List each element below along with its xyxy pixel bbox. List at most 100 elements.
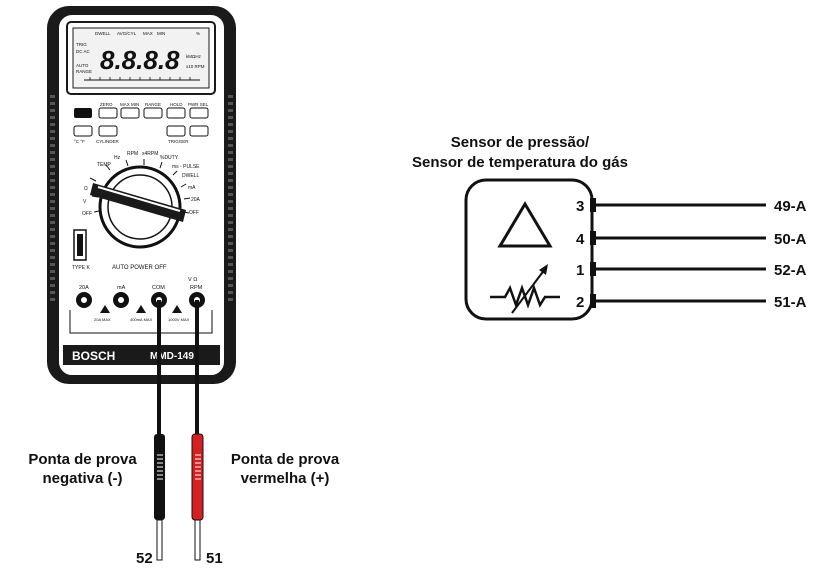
probe-negative bbox=[154, 300, 165, 561]
dial-label-volt: V bbox=[83, 199, 87, 205]
sensor-body bbox=[464, 178, 594, 321]
typek-label: TYPE K bbox=[72, 265, 90, 271]
power-button[interactable] bbox=[74, 108, 92, 118]
pin-number-2: 2 bbox=[576, 294, 584, 311]
celsius-button[interactable] bbox=[73, 125, 93, 137]
dial-ticks bbox=[89, 159, 191, 214]
probe-positive-handle[interactable] bbox=[191, 433, 204, 521]
jack-warning-v: 1000V MAX bbox=[168, 317, 190, 322]
dial-pointer-highlight bbox=[97, 186, 181, 212]
dial-pointer bbox=[90, 183, 186, 222]
probe-negative-number: 52 bbox=[136, 550, 153, 567]
trigger-button-label: TRIGGER bbox=[168, 139, 189, 144]
jack-labels: 20A mA COM V Ω RPM bbox=[79, 277, 203, 291]
sensor-pin-connectors bbox=[590, 198, 596, 308]
probe-negative-tip bbox=[156, 519, 163, 561]
wire-label-49a: 49-A bbox=[774, 198, 807, 215]
lcd-mark-min: MIN bbox=[157, 31, 165, 36]
jack-label-ma: mA bbox=[117, 285, 126, 291]
pin-connector-2 bbox=[590, 294, 596, 308]
sensor-wires bbox=[596, 203, 766, 303]
lcd-screen bbox=[72, 27, 210, 89]
pin-number-1: 1 bbox=[576, 262, 584, 279]
maxmin-button-label: MAX MIN bbox=[120, 102, 139, 107]
zero-button[interactable]: ZERO bbox=[98, 102, 118, 119]
dial-left-labels: TEMP Ω V OFF bbox=[82, 162, 112, 217]
probe-negative-label: Ponta de prova negativa (-) bbox=[10, 450, 155, 488]
dial-label-x4rpm: x4RPM bbox=[142, 151, 158, 157]
lcd-mark-dcac: DC AC bbox=[76, 49, 91, 54]
hold-button-label: HOLD bbox=[170, 102, 183, 107]
probe-negative-handle[interactable] bbox=[154, 434, 165, 520]
lcd-mark-avgcyl: AVG/CYL bbox=[117, 31, 137, 36]
wire-label-50a: 50-A bbox=[774, 231, 807, 248]
lcd-bargraph-ticks bbox=[89, 77, 191, 80]
lcd-mark-range: RANGE bbox=[76, 69, 92, 74]
zero-button-label: ZERO bbox=[100, 102, 113, 107]
pin-number-4: 4 bbox=[576, 231, 585, 248]
pwrsel-button[interactable]: PWR SEL bbox=[188, 102, 209, 119]
lcd-left-marks: TRIG DC AC AUTO RANGE bbox=[76, 42, 92, 74]
jack-label-20a: 20A bbox=[79, 285, 89, 291]
auto-power-off-label: AUTO POWER OFF bbox=[112, 265, 167, 271]
wire-label-51a: 51-A bbox=[774, 294, 807, 311]
lcd-top-marks: DWELL AVG/CYL MAX MIN % bbox=[95, 31, 200, 36]
sensor-title-line1: Sensor de pressão/ bbox=[451, 134, 590, 151]
pin-connector-1 bbox=[590, 262, 596, 276]
variable-resistor-arrow-head bbox=[539, 264, 548, 275]
dial-top-labels: Hz RPM x4RPM %DUTY bbox=[114, 151, 179, 161]
jack-label-rpm: RPM bbox=[190, 285, 203, 291]
dial-label-off-left: OFF bbox=[82, 211, 92, 217]
lcd-mark-max: MAX bbox=[143, 31, 153, 36]
dial-right-labels: ms - PULSE DWELL mA 20A OFF bbox=[172, 164, 201, 216]
dial-label-hz: Hz bbox=[114, 155, 121, 161]
button-row-2: °C °F CYLINDER TRIGGER bbox=[73, 125, 209, 144]
probe-positive-tip bbox=[194, 519, 201, 561]
trigger-button[interactable] bbox=[166, 125, 186, 137]
maxmin-button[interactable]: MAX MIN bbox=[120, 102, 140, 119]
probe-positive-number: 51 bbox=[206, 550, 223, 567]
pwrsel-button-label: PWR SEL bbox=[188, 102, 209, 107]
probe-positive-label: Ponta de prova vermelha (+) bbox=[210, 450, 360, 488]
pin-connector-4 bbox=[590, 231, 596, 245]
hold-button[interactable]: HOLD bbox=[166, 102, 186, 119]
dial-label-rpm: RPM bbox=[127, 151, 138, 157]
dial-label-20a: 20A bbox=[191, 197, 201, 203]
probe-positive-label-line2: vermelha (+) bbox=[240, 470, 330, 487]
jack-label-com: COM bbox=[152, 285, 165, 291]
sensor: Sensor de pressão/ Sensor de temperatura… bbox=[412, 134, 807, 321]
lcd-mark-dwell: DWELL bbox=[95, 31, 111, 36]
jack-warning-20a: 20A MAX bbox=[94, 317, 111, 322]
sensor-title-line2: Sensor de temperatura do gás bbox=[412, 154, 628, 171]
lcd-digits: 8.8.8.8 bbox=[100, 45, 180, 75]
cylinder-button[interactable] bbox=[98, 125, 118, 137]
lcd-mark-auto: AUTO bbox=[76, 63, 89, 68]
jack-bracket bbox=[69, 310, 213, 334]
multimeter: DWELL AVG/CYL MAX MIN % TRIG DC AC AUTO … bbox=[47, 6, 236, 384]
lcd-mark-x10rpm: x10 RPM bbox=[186, 64, 205, 69]
trigger-alt-button[interactable] bbox=[189, 125, 209, 137]
lcd-mark-kmohz: kMΩHz bbox=[186, 54, 202, 59]
jack-warning-ma: 400mA MAX bbox=[130, 317, 153, 322]
lcd-mark-percent: % bbox=[196, 31, 200, 36]
probe-positive bbox=[191, 300, 204, 561]
range-button-label: RANGE bbox=[145, 102, 161, 107]
probe-negative-label-line1: Ponta de prova bbox=[28, 451, 137, 468]
probe-positive-grip bbox=[195, 454, 201, 480]
brand-plate bbox=[63, 345, 220, 365]
dial-label-pulse: ms - PULSE bbox=[172, 164, 200, 170]
dial-label-temp: TEMP bbox=[97, 162, 112, 168]
brand-logo: BOSCH bbox=[72, 349, 115, 363]
range-button[interactable]: RANGE bbox=[143, 102, 163, 119]
dial-label-dwell: DWELL bbox=[182, 173, 199, 179]
probe-negative-label-line2: negativa (-) bbox=[42, 470, 123, 487]
holster-grip-right bbox=[228, 95, 233, 301]
jack-warning-triangles bbox=[100, 305, 182, 313]
rotary-selector[interactable] bbox=[90, 165, 186, 249]
cylinder-button-label: CYLINDER bbox=[96, 139, 120, 144]
dial-label-ohm: Ω bbox=[84, 186, 88, 192]
dial-label-duty: %DUTY bbox=[160, 155, 179, 161]
pressure-triangle-icon bbox=[497, 201, 553, 248]
dial-label-ma: mA bbox=[188, 185, 196, 191]
